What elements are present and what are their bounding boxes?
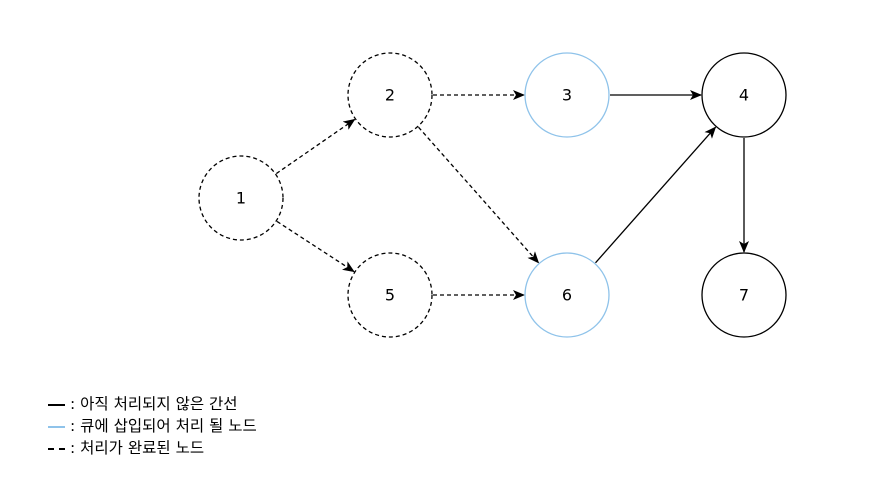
edge-2-6 — [418, 126, 540, 264]
node-circle-5 — [347, 252, 433, 338]
edge-1-2 — [276, 118, 356, 175]
node-7: 7 — [701, 252, 787, 338]
node-5: 5 — [347, 252, 433, 338]
legend-row-processed-node: : 처리가 완료된 노드 — [48, 437, 257, 459]
node-label-6: 6 — [562, 286, 572, 305]
node-label-7: 7 — [739, 286, 749, 305]
solid-line-swatch — [48, 404, 65, 406]
node-circle-2 — [347, 52, 433, 138]
graph-diagram: 1 2 3 4 5 6 7 — [198, 52, 787, 338]
legend-row-unprocessed-edge: : 아직 처리되지 않은 간선 — [48, 393, 257, 415]
legend-text-unprocessed-edge: : 아직 처리되지 않은 간선 — [70, 395, 238, 413]
legend-text-queued-node: : 큐에 삽입되어 처리 될 노드 — [70, 417, 257, 435]
node-label-5: 5 — [385, 286, 395, 305]
node-circle-6 — [524, 252, 610, 338]
node-circle-4 — [701, 52, 787, 138]
node-label-1: 1 — [236, 189, 246, 208]
node-6: 6 — [524, 252, 610, 338]
edge-1-5 — [276, 220, 355, 273]
legend: : 아직 처리되지 않은 간선 : 큐에 삽입되어 처리 될 노드 : 처리가 … — [48, 393, 257, 459]
dashed-line-swatch — [48, 448, 65, 450]
node-3: 3 — [524, 52, 610, 138]
legend-row-queued-node: : 큐에 삽입되어 처리 될 노드 — [48, 415, 257, 437]
legend-text-processed-node: : 처리가 완료된 노드 — [70, 439, 205, 457]
node-circle-7 — [701, 252, 787, 338]
node-circle-1 — [198, 155, 284, 241]
node-1: 1 — [198, 155, 284, 241]
node-circle-3 — [524, 52, 610, 138]
node-label-3: 3 — [562, 86, 572, 105]
node-4: 4 — [701, 52, 787, 138]
node-label-2: 2 — [385, 86, 395, 105]
node-label-4: 4 — [739, 86, 749, 105]
blue-line-swatch — [48, 426, 65, 428]
edge-6-4 — [595, 126, 717, 264]
node-2: 2 — [347, 52, 433, 138]
